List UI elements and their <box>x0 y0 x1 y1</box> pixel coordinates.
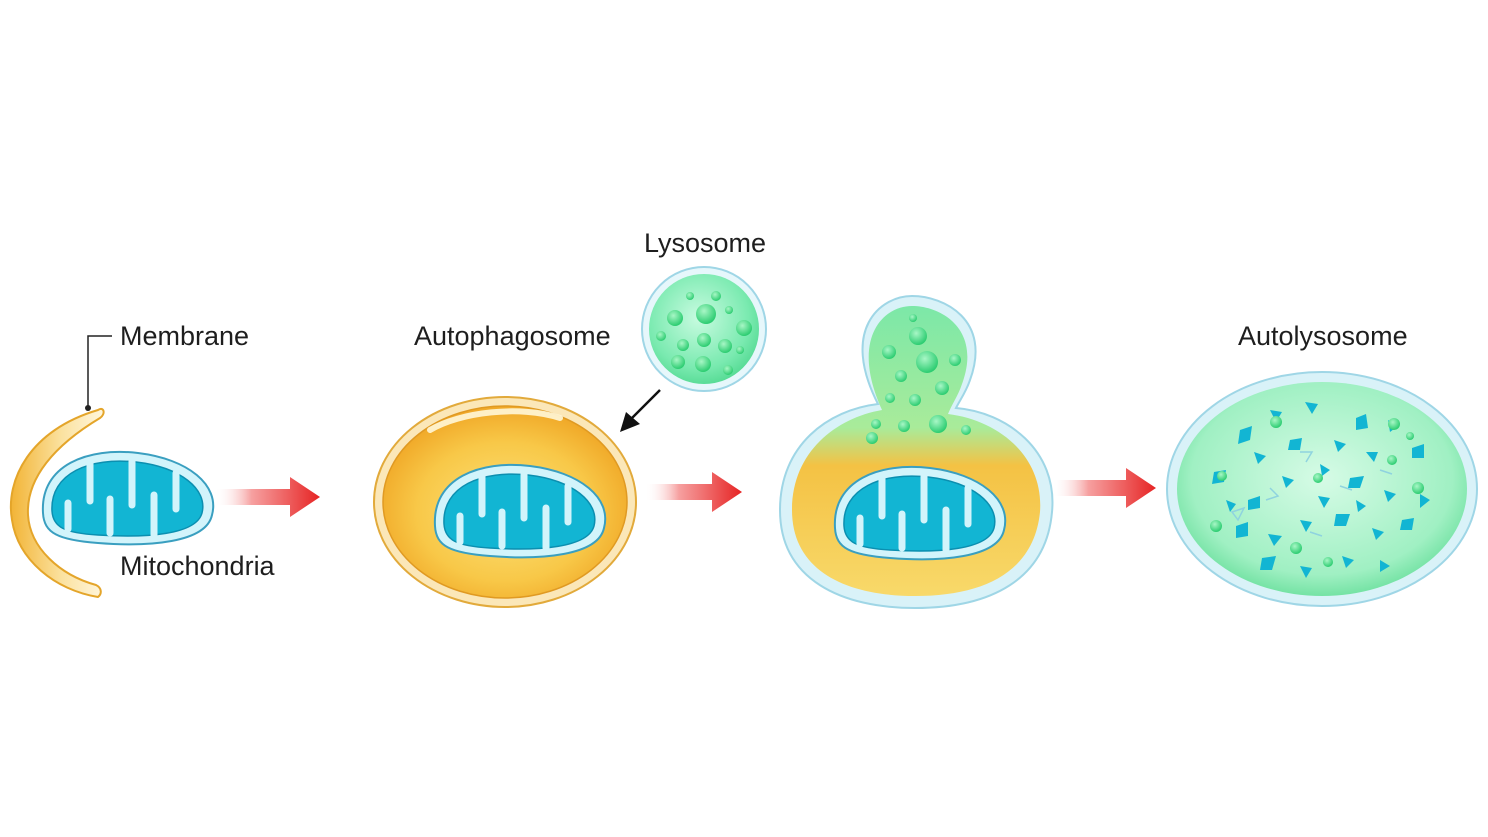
mitochondria-icon <box>43 452 213 544</box>
lysosome <box>641 266 767 392</box>
fragment-outlines <box>1230 451 1393 537</box>
autophagosome-highlight <box>427 408 563 433</box>
process-arrow-2 <box>645 472 742 512</box>
fusion-granules <box>866 314 971 444</box>
lysosome-granules <box>656 291 752 375</box>
autolysosome-label: Autolysosome <box>1238 321 1408 351</box>
membrane-leader-line <box>87 335 112 408</box>
lysosome-pointer-arrow-head <box>620 412 640 432</box>
lysosome-pointer-arrow-shaft <box>631 389 661 419</box>
process-arrow-1 <box>215 477 320 517</box>
phagophore-stage <box>9 408 213 599</box>
lysosome-label: Lysosome <box>644 228 766 258</box>
mitochondria-label: Mitochondria <box>120 551 276 581</box>
autolysosome-stage <box>1166 371 1478 607</box>
membrane-label: Membrane <box>120 321 249 351</box>
fusion-stage <box>778 294 1054 610</box>
autophagosome-label: Autophagosome <box>414 321 611 351</box>
autophagosome-stage <box>373 396 637 608</box>
membrane-leader-dot <box>85 405 91 411</box>
process-arrow-3 <box>1052 468 1156 508</box>
phagophore-membrane <box>9 408 105 599</box>
digested-fragments <box>1212 402 1430 578</box>
autolysosome-granules <box>1210 416 1424 567</box>
